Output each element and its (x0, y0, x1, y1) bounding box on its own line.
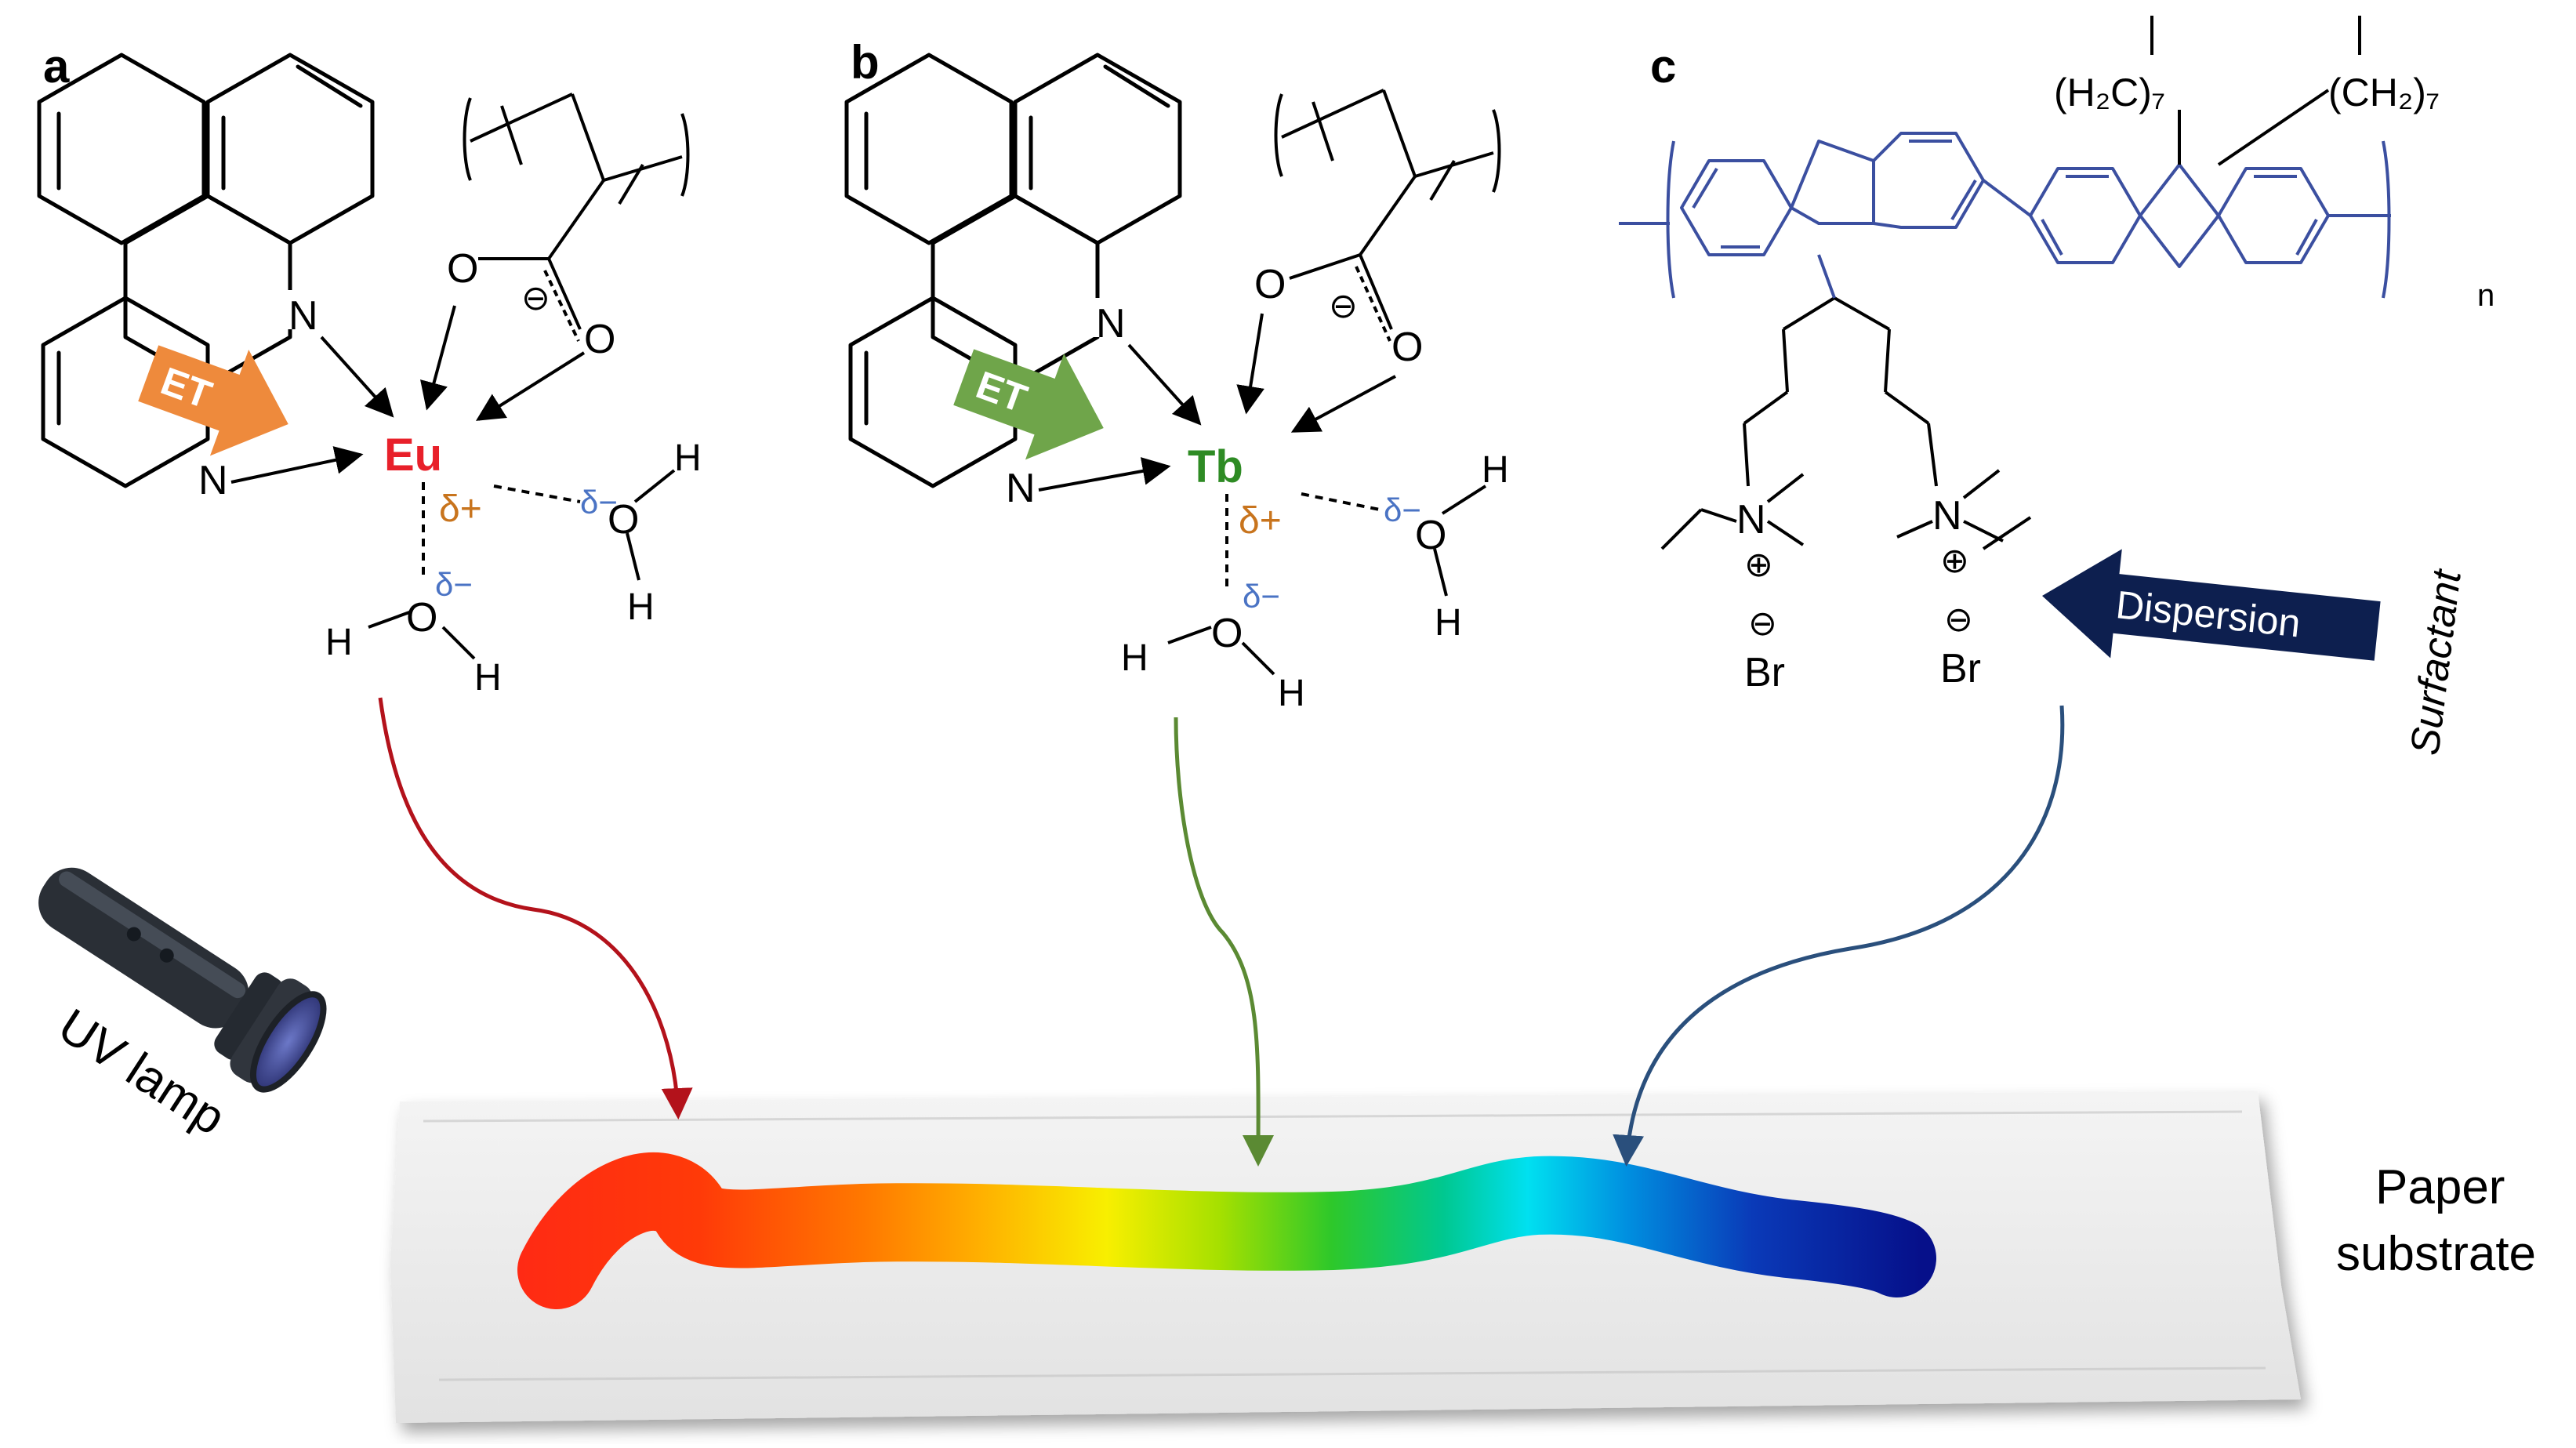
water-h-b3: H (1482, 449, 1509, 491)
panel-a: a N N ET (37, 40, 702, 699)
flashlight-icon (38, 867, 327, 1093)
phen-n-bottom-a: N (198, 458, 228, 503)
repeat-unit-n: n (2477, 278, 2494, 313)
water-h-b1: H (1121, 637, 1148, 679)
water-h-a4: H (627, 586, 655, 628)
water-h-a1: H (325, 622, 353, 663)
polyfluorene-unit (1619, 132, 2391, 299)
panel-c-label: c (1650, 40, 1676, 93)
ammonium-n-right: N (1932, 493, 1962, 539)
plus-charge-left: ⊕ (1744, 546, 1773, 584)
bromide-left: Br (1744, 650, 1785, 695)
alkyl-chain-right: (CH₂)₇ (2328, 71, 2440, 114)
substrate-label-line1: Paper (2375, 1160, 2505, 1214)
phen-n-bottom-b: N (1006, 466, 1036, 511)
phenanthroline-a (37, 53, 375, 488)
et-arrow-icon: ET (138, 345, 288, 456)
connector-arrow-tb (1174, 717, 1275, 1167)
carboxylate-charge-a: ⊖ (521, 279, 550, 318)
plus-charge-right: ⊕ (1940, 542, 1969, 580)
water-h-a3: H (674, 437, 702, 479)
water-o-a2: O (608, 497, 639, 543)
carboxylate-o1-a: O (447, 246, 478, 292)
phen-n-top-b: N (1096, 301, 1126, 347)
delta-minus-b2: δ− (1384, 492, 1421, 528)
phen-n-top-a: N (288, 293, 318, 339)
metal-label-b: Tb (1188, 441, 1243, 492)
delta-plus-a: δ+ (439, 488, 482, 530)
delta-plus-b: δ+ (1239, 500, 1282, 542)
water-o-b1: O (1211, 611, 1243, 656)
carboxylate-o1-b: O (1254, 262, 1286, 307)
et-arrow-icon: ET (953, 349, 1104, 460)
water-o-a1: O (406, 595, 437, 641)
ammonium-n-left: N (1736, 497, 1766, 543)
water-h-b2: H (1278, 673, 1305, 714)
dispersion-arrow-icon: Dispersion (2042, 549, 2381, 661)
panel-c: c n (H₂C)₇ (CH₂)₇ (1619, 16, 2494, 757)
carboxylate-o2-b: O (1391, 325, 1423, 370)
surfactant-label: Surfactant (2402, 566, 2470, 758)
substrate-label-line2: substrate (2336, 1227, 2536, 1281)
minus-charge-left: ⊖ (1748, 604, 1777, 643)
water-o-b2: O (1415, 513, 1446, 558)
carboxylate-charge-b: ⊖ (1329, 287, 1358, 325)
water-h-b4: H (1435, 602, 1462, 644)
rainbow-stroke (517, 1152, 1936, 1309)
metal-label-a: Eu (384, 430, 442, 481)
alkyl-chain-left: (H₂C)₇ (2054, 71, 2165, 114)
delta-minus-a2: δ− (580, 484, 618, 521)
minus-charge-right: ⊖ (1944, 601, 1973, 639)
delta-minus-b1: δ− (1243, 578, 1280, 615)
connector-arrow-eu (378, 697, 693, 1120)
bromide-right: Br (1940, 646, 1981, 691)
panel-a-label: a (43, 40, 70, 93)
water-h-a2: H (474, 657, 502, 699)
carboxylate-o2-a: O (584, 317, 615, 362)
panel-b-label: b (851, 36, 880, 89)
delta-minus-a1: δ− (435, 566, 473, 603)
panel-b: b N N ET Tb δ+ (844, 36, 1509, 714)
connector-arrow-polymer (1613, 705, 2065, 1167)
